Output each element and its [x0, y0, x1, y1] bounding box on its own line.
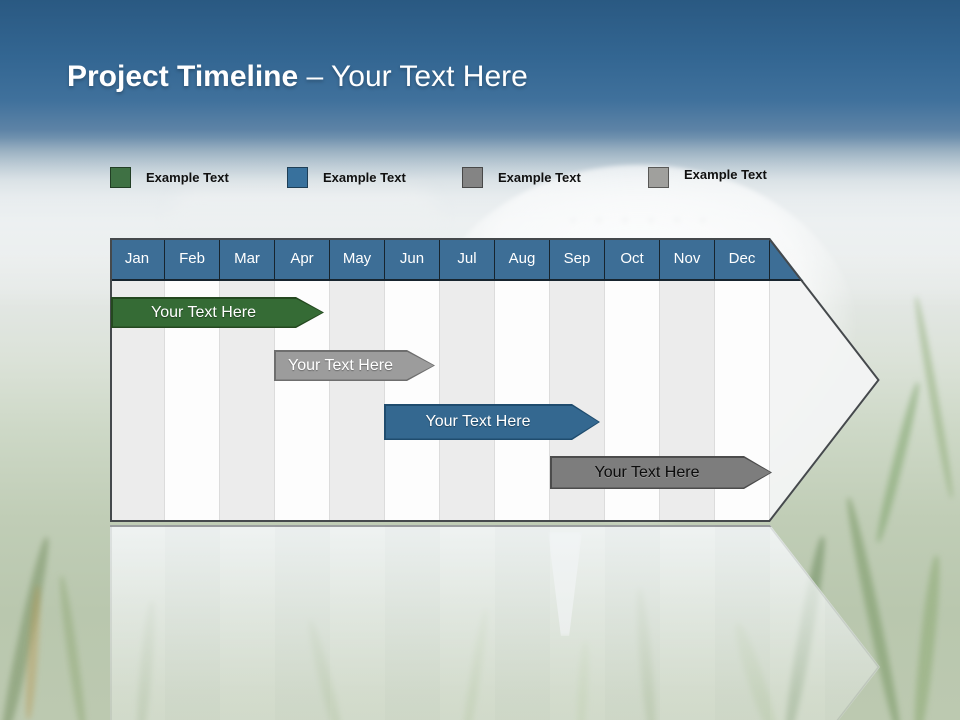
table-reflection — [110, 525, 880, 720]
grass-blade — [910, 554, 944, 720]
legend-item-blue: Example Text — [287, 167, 406, 188]
header-divider — [110, 279, 880, 281]
month-header: Jun — [385, 238, 440, 279]
title-placeholder: – Your Text Here — [306, 60, 528, 93]
legend-swatch-light-gray — [648, 167, 669, 188]
month-header: Oct — [605, 238, 660, 279]
legend-item-green: Example Text — [110, 167, 229, 188]
month-header: Jan — [110, 238, 165, 279]
grass-blade — [873, 381, 923, 544]
gantt-bar-dark-gray: Your Text Here — [550, 456, 772, 489]
timeline-gantt: Jan Feb Mar Apr May Jun Jul Aug Sep Oct … — [110, 238, 880, 522]
grass-blade — [56, 575, 90, 720]
month-header: Aug — [495, 238, 550, 279]
month-column — [330, 281, 385, 522]
legend-label: Example Text — [498, 170, 581, 185]
bar-label: Your Text Here — [288, 357, 393, 374]
gantt-bar-gray: Your Text Here — [274, 350, 435, 381]
legend-swatch-green — [110, 167, 131, 188]
month-header: Nov — [660, 238, 715, 279]
month-header: May — [330, 238, 385, 279]
bar-fill — [113, 299, 323, 327]
legend-swatch-gray — [462, 167, 483, 188]
bar-fill — [552, 458, 771, 488]
legend-swatch-blue — [287, 167, 308, 188]
legend-label: Example Text — [146, 170, 229, 185]
page-title: Project Timeline – Your Text Here — [67, 60, 528, 94]
month-header: Mar — [220, 238, 275, 279]
bar-fill — [386, 406, 599, 439]
legend-label: Example Text — [323, 170, 406, 185]
month-header: Feb — [165, 238, 220, 279]
gantt-bar-blue: Your Text Here — [384, 404, 600, 440]
month-column — [440, 281, 495, 522]
grass-blade — [912, 295, 956, 500]
bar-label: Your Text Here — [151, 304, 256, 321]
month-header: Jul — [440, 238, 495, 279]
reflection-edge — [110, 525, 880, 527]
month-header: Dec — [715, 238, 770, 279]
bar-label: Your Text Here — [425, 413, 531, 430]
legend-item-light-gray: Example Text — [648, 167, 767, 188]
gantt-bar-green: Your Text Here — [111, 297, 324, 328]
month-header: Sep — [550, 238, 605, 279]
legend-item-gray: Example Text — [462, 167, 581, 188]
title-main: Project Timeline — [67, 60, 299, 93]
month-column — [385, 281, 440, 522]
month-header: Apr — [275, 238, 330, 279]
legend-label: Example Text — [684, 167, 767, 182]
arrowhead-fill — [770, 281, 880, 522]
month-header-row: Jan Feb Mar Apr May Jun Jul Aug Sep Oct … — [110, 238, 770, 279]
bar-label: Your Text Here — [594, 464, 700, 481]
bar-fill — [276, 352, 434, 380]
reflection-arrow-outline — [110, 525, 880, 720]
month-column — [495, 281, 550, 522]
